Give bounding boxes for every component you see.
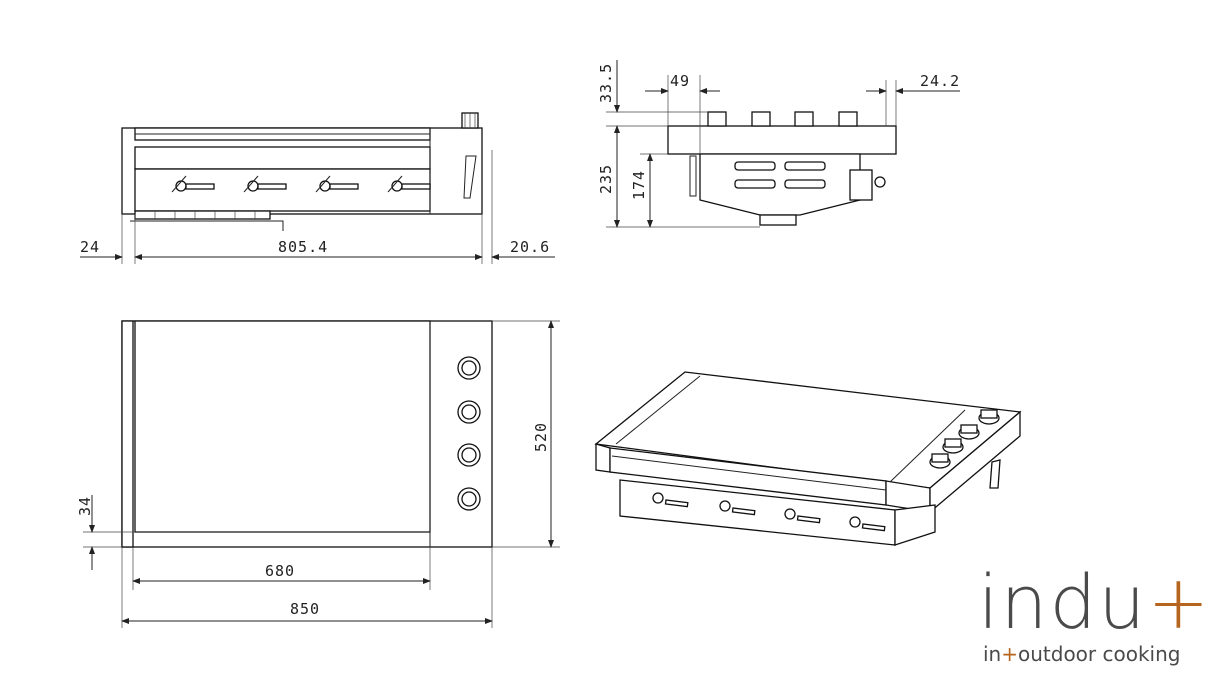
valve-row <box>171 175 431 193</box>
dim-side-right: 24.2 <box>920 72 960 90</box>
dim-front-right: 20.6 <box>510 238 550 256</box>
svg-text:indu+: indu+ <box>978 560 1211 646</box>
isometric-view <box>594 371 1022 546</box>
logo-plus: + <box>1147 560 1211 646</box>
dim-top-total: 850 <box>290 600 320 618</box>
dim-front-left: 24 <box>80 238 100 256</box>
iso-knobs <box>929 409 1000 469</box>
dim-side-body: 174 <box>630 170 648 200</box>
logo-sub-in: in <box>983 642 1001 666</box>
dim-side-offset: 49 <box>670 72 690 90</box>
top-view <box>83 320 560 628</box>
front-view <box>80 112 555 264</box>
side-view <box>606 60 960 228</box>
logo-main-text: indu <box>978 560 1147 646</box>
dim-side-top: 33.5 <box>597 63 615 103</box>
iso-valves <box>652 492 886 532</box>
svg-text:in+outdoor cooking: in+outdoor cooking <box>983 642 1180 666</box>
dim-top-depth: 520 <box>532 422 550 452</box>
brand-logo: indu+ in+outdoor cooking <box>978 560 1211 666</box>
knob-row <box>457 356 481 511</box>
dim-top-inner: 680 <box>265 562 295 580</box>
dim-side-total: 235 <box>597 164 615 194</box>
logo-sub-text: outdoor cooking <box>1018 642 1180 666</box>
logo-sub-plus: + <box>1001 642 1018 666</box>
dim-front-width: 805.4 <box>278 238 328 256</box>
dim-top-small: 34 <box>76 496 94 516</box>
